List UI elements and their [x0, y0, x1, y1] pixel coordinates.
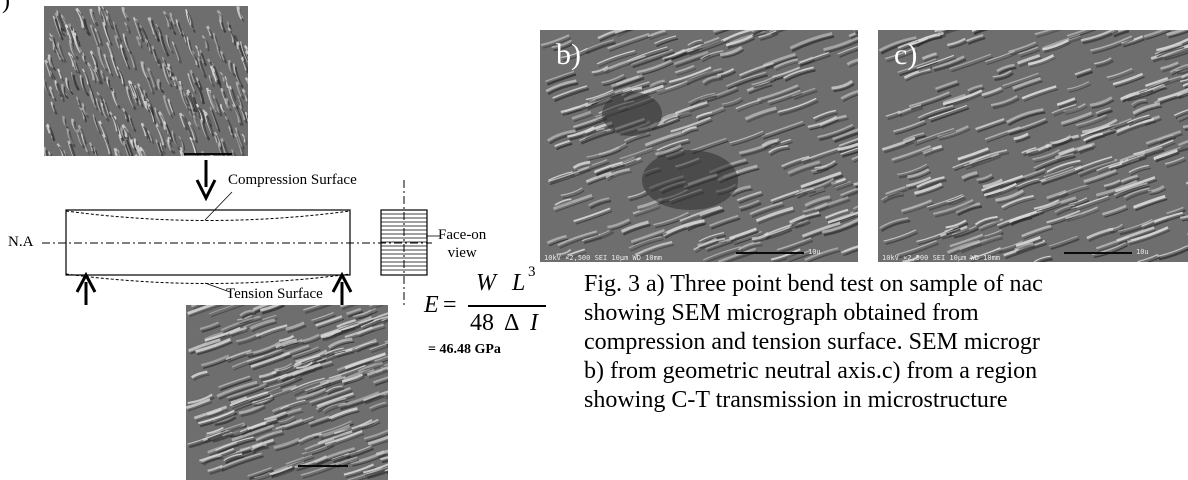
face-on-label: Face-on view	[438, 226, 486, 262]
caption-line: showing SEM micrograph obtained from	[584, 300, 979, 326]
scale-bar	[1064, 252, 1132, 254]
sem-texture	[186, 305, 388, 480]
fraction-bar	[468, 305, 546, 307]
caption-line: Fig. 3 a) Three point bend test on sampl…	[584, 271, 1043, 297]
figure-caption: Fig. 3 a) Three point bend test on sampl…	[584, 270, 1188, 415]
formula-numerator-w: W	[476, 270, 496, 296]
support-arrow-left-head	[75, 271, 97, 293]
formula-denominator-48: 48	[470, 310, 494, 336]
formula-numerator-l: L	[512, 270, 526, 296]
scale-bar	[298, 465, 348, 467]
face-on-label-line1: Face-on	[438, 227, 487, 243]
sem-compression-surface	[44, 6, 248, 156]
neutral-axis-label: N.A	[8, 234, 34, 250]
sem-footer-info: 10kV ×2,500 SEI 10µm WD 10mm	[544, 254, 663, 262]
modulus-result: = 46.48 GPa	[428, 342, 501, 357]
panel-c-letter: c)	[894, 38, 918, 71]
sem-texture	[540, 30, 858, 262]
sem-texture	[878, 30, 1188, 262]
tension-surface-label: Tension Surface	[226, 286, 323, 302]
formula-exponent: 3	[528, 264, 536, 280]
formula-denominator-i: I	[530, 310, 538, 336]
compression-leader	[204, 191, 233, 221]
formula-lhs: E	[424, 292, 439, 318]
face-on-label-line2: view	[447, 245, 477, 261]
formula-denominator-delta: Δ	[504, 310, 520, 336]
sem-panel-c: c) 10u 10kV ×2,500 SEI 10µm WD 10mm	[878, 30, 1188, 262]
sem-tension-surface	[186, 305, 388, 480]
deflected-bottom-curve	[65, 273, 351, 284]
caption-line: compression and tension surface. SEM mic…	[584, 329, 1040, 355]
sem-texture	[44, 6, 248, 156]
caption-line: showing C-T transmission in microstructu…	[584, 387, 1008, 413]
beam-diagram	[42, 160, 440, 308]
load-arrow-head	[195, 179, 217, 202]
panel-b-letter: b)	[556, 38, 581, 71]
support-arrow-right-head	[331, 271, 353, 293]
caption-line: b) from geometric neutral axis.c) from a…	[584, 358, 1038, 384]
tension-leader	[204, 282, 231, 293]
compression-surface-label: Compression Surface	[228, 172, 357, 188]
sem-scale-label: 10u	[1136, 248, 1149, 256]
formula-equals: =	[443, 292, 457, 318]
deflected-top-curve	[65, 210, 351, 221]
sem-footer-info: 10kV ×2,500 SEI 10µm WD 10mm	[882, 254, 1001, 262]
scale-bar	[184, 153, 232, 155]
face-on-hatching	[381, 213, 427, 271]
sem-panel-b: b) 10u 10kV ×2,500 SEI 10µm WD 10mm	[540, 30, 858, 262]
sem-scale-label: 10u	[808, 248, 821, 256]
face-on-view-box	[380, 209, 428, 276]
panel-a-letter: )	[2, 0, 10, 14]
scale-bar	[736, 252, 804, 254]
